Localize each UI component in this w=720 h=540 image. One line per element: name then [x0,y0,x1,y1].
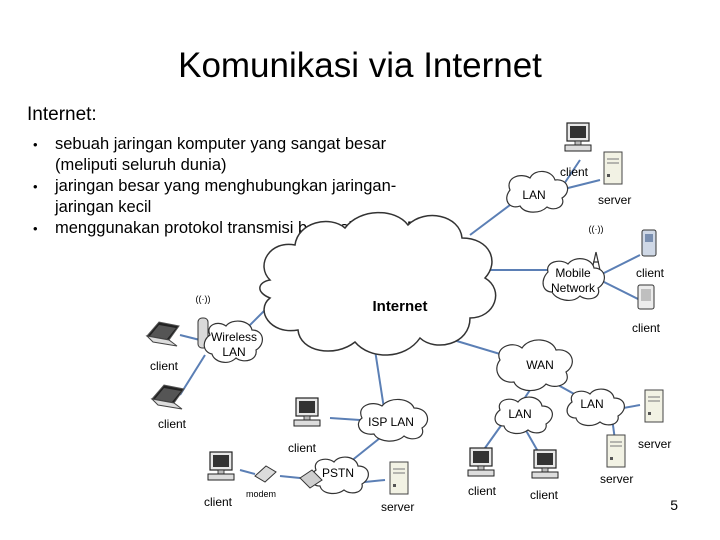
client-laptop-1-label: client [150,359,179,373]
client-phone-label: client [636,266,665,280]
page-number: 5 [670,497,678,513]
isp-lan-label: ISP LAN [368,415,414,429]
client-top-label: client [560,165,589,179]
lan-right-cloud [566,388,625,427]
modem-icon [254,465,277,483]
internet-label: Internet [372,298,427,315]
lan-top-label: LAN [522,188,545,202]
isp-lan-cloud [357,398,429,442]
telephone-icon [299,469,323,489]
wireless-lan-cloud [203,320,263,363]
client-pda-label: client [632,321,661,335]
client-modem-pc-icon [207,451,235,481]
lan-right-label: LAN [580,397,603,411]
server-right-1-icon [644,389,664,423]
laptop-2-icon [151,384,185,410]
client-laptop-2-label: client [158,417,187,431]
lan-top-cloud [506,170,569,213]
client-top-pc-icon [564,122,592,152]
server-top-icon [603,151,623,185]
server-isp-label: server [381,500,414,514]
client-lan-mid-1-pc-icon [467,447,495,477]
client-modem-label: client [204,495,233,509]
client-lan-mid-2-label: client [530,488,559,502]
client-lan-mid-1-label: client [468,484,497,498]
bullet-item: sebuah jaringan komputer yang sangat bes… [33,134,433,176]
mobile-network-label-2: Network [551,281,596,295]
server-right-2-icon [606,434,626,468]
client-lan-mid-2-pc-icon [531,449,559,479]
server-right-2-label: server [600,472,633,486]
lan-mid-label: LAN [508,407,531,421]
modem-label: modem [246,489,276,499]
server-top-label: server [598,193,631,207]
laptop-1-icon [146,321,180,347]
pda-icon [637,284,655,310]
mobile-phone-icon [641,229,657,257]
slide-title: Komunikasi via Internet [178,46,542,85]
internet-cloud [259,211,497,356]
pstn-cloud [310,456,369,495]
client-isp-label: client [288,441,317,455]
pstn-label: PSTN [322,466,354,480]
mobile-network-label-1: Mobile [555,266,591,280]
svg-text:((·)): ((·)) [196,294,211,304]
wireless-lan-label-1: Wireless [211,330,257,344]
wireless-lan-label-2: LAN [222,345,245,359]
subtitle: Internet: [27,104,97,125]
server-isp-icon [389,461,409,495]
server-right-1-label: server [638,437,671,451]
bullet-item: jaringan besar yang menghubungkan jaring… [33,176,433,218]
wan-label: WAN [526,358,554,372]
wan-cloud [496,339,573,392]
lan-mid-cloud [494,396,553,435]
mobile-network-cloud [542,258,605,301]
svg-text:((·)): ((·)) [589,224,604,234]
client-isp-pc-icon [293,397,321,427]
